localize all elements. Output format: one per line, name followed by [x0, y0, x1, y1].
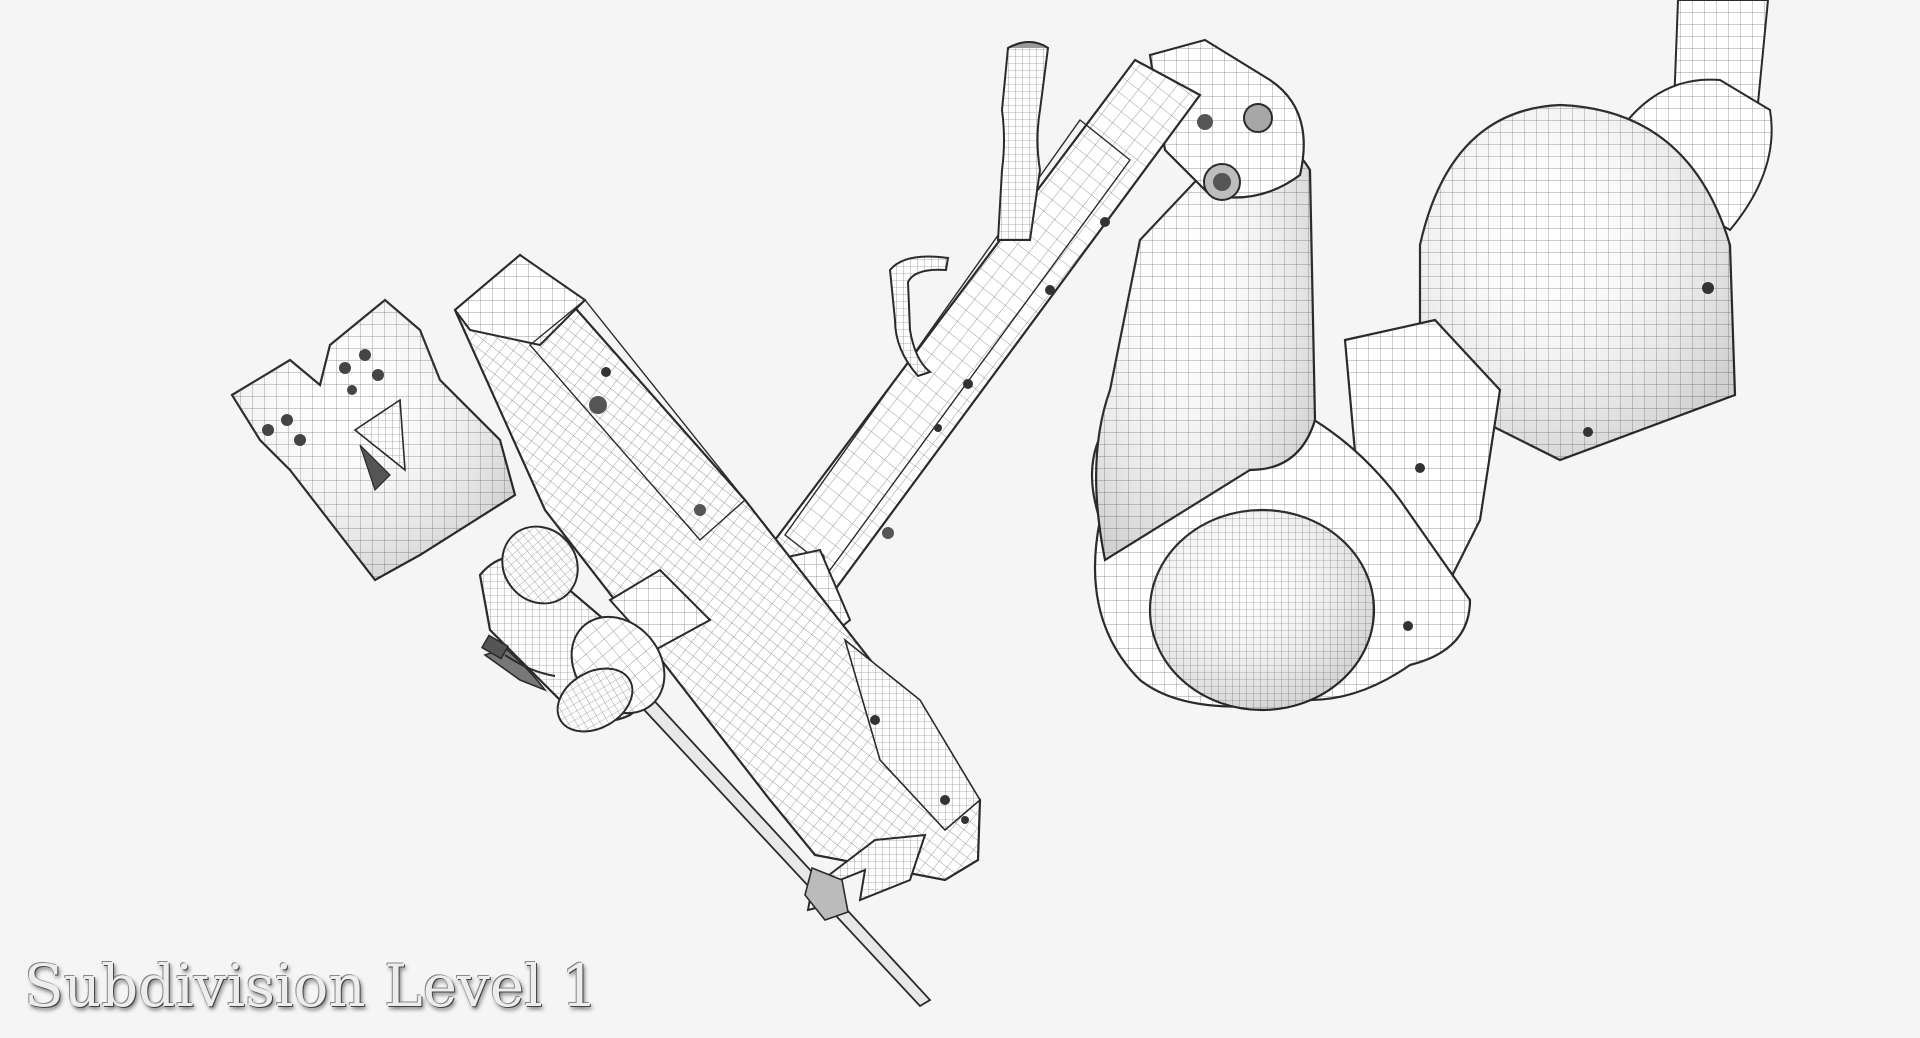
camera-head [230, 298, 517, 582]
camera-module [478, 525, 666, 733]
instrument-shaft [633, 692, 932, 1008]
subdivision-level-caption: Subdivision Level 1 [24, 952, 599, 1020]
vertical-link [1095, 137, 1317, 562]
connector-plug [480, 634, 556, 677]
grip-handle [996, 41, 1050, 241]
instrument-holder-arm [453, 253, 982, 882]
shoulder-joint [1418, 78, 1773, 462]
cable-hook [888, 255, 950, 378]
top-hinge [1148, 38, 1305, 201]
